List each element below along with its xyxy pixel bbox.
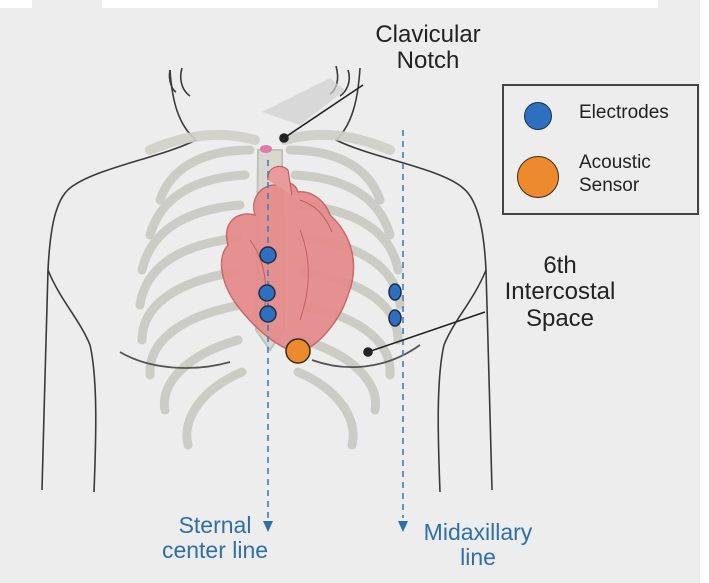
electrode-5	[389, 310, 401, 326]
clavicular-notch-line1: Clavicular	[358, 22, 498, 48]
clavicular-notch-line2: Notch	[358, 48, 498, 74]
midaxillary-line1: Midaxillary	[408, 520, 548, 545]
electrode-4	[389, 284, 401, 300]
neck-shadow	[262, 78, 345, 125]
acoustic-label-line2: Sensor	[579, 175, 651, 198]
midaxillary-line-label: Midaxillary line	[408, 520, 548, 571]
intercostal-space-label: 6th Intercostal Space	[490, 253, 630, 332]
electrode-1	[260, 247, 276, 263]
clavicular-notch-label: Clavicular Notch	[358, 22, 498, 75]
electrode-legend-swatch	[524, 102, 552, 130]
sternal-line1: Sternal	[140, 513, 290, 538]
intercostal-line1: 6th	[490, 253, 630, 279]
legend: Electrodes Acoustic Sensor	[502, 84, 699, 215]
acoustic-sensor-legend-swatch	[517, 156, 559, 198]
notch-marker	[260, 145, 272, 153]
acoustic-label-line1: Acoustic	[579, 152, 651, 175]
sternal-line2: center line	[140, 538, 290, 563]
intercostal-line3: Space	[490, 306, 630, 332]
heart-illustration	[222, 166, 354, 352]
acoustic-sensor	[286, 339, 310, 363]
midaxillary-line2: line	[408, 545, 548, 570]
intercostal-line2: Intercostal	[490, 279, 630, 305]
sternal-center-line-label: Sternal center line	[140, 513, 290, 564]
electrode-3	[260, 306, 276, 322]
electrode-2	[259, 285, 275, 301]
electrodes-legend-label: Electrodes	[579, 102, 669, 125]
acoustic-sensor-legend-label: Acoustic Sensor	[579, 152, 651, 198]
